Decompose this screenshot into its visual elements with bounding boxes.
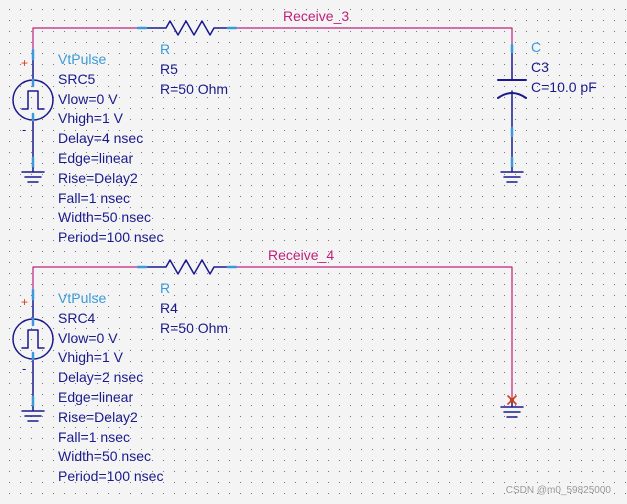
watermark: CSDN @m0_59825000 xyxy=(505,485,611,496)
ground-icon xyxy=(21,406,45,422)
param: Rise=Delay2 xyxy=(58,408,138,425)
wire-src4-to-r4[interactable] xyxy=(32,266,139,291)
param: Vhigh=1 V xyxy=(58,349,123,366)
component-value: R=50 Ohm xyxy=(160,319,229,336)
param: Vlow=0 V xyxy=(58,90,118,107)
polarity-plus-src5: + xyxy=(21,56,29,70)
param: Delay=4 nsec xyxy=(58,130,144,147)
param: Edge=linear xyxy=(58,149,134,166)
param: Rise=Delay2 xyxy=(58,169,138,186)
component-name: R4 xyxy=(160,299,178,316)
polarity-minus-src5: - xyxy=(22,122,27,137)
param: Width=50 nsec xyxy=(58,209,151,226)
param: Fall=1 nsec xyxy=(58,189,130,206)
component-name: SRC4 xyxy=(58,309,96,326)
ground-icon xyxy=(21,167,45,183)
component-type: VtPulse xyxy=(58,51,107,67)
capacitor-c3[interactable] xyxy=(497,44,527,169)
component-value: C=10.0 pF xyxy=(531,78,597,95)
param: Fall=1 nsec xyxy=(58,428,130,445)
component-type: R xyxy=(160,280,171,296)
polarity-minus-src4: - xyxy=(22,361,27,376)
net-label-receive-3: Receive_3 xyxy=(283,8,350,24)
param: Vlow=0 V xyxy=(58,329,118,346)
param: Width=50 nsec xyxy=(58,448,151,465)
component-type: C xyxy=(531,39,542,55)
resistor-r4[interactable] xyxy=(137,259,237,275)
component-type: VtPulse xyxy=(58,290,107,306)
param: Edge=linear xyxy=(58,388,134,405)
resistor-r5[interactable] xyxy=(137,20,237,36)
wire-receive-3[interactable] xyxy=(235,27,513,46)
param: Vhigh=1 V xyxy=(58,110,123,127)
ground-icon xyxy=(500,167,524,183)
polarity-plus-src4: + xyxy=(21,295,29,309)
component-label-src5[interactable]: VtPulse SRC5 Vlow=0 V Vhigh=1 V Delay=4 … xyxy=(58,50,163,248)
component-name: SRC5 xyxy=(58,70,96,87)
component-name: C3 xyxy=(531,58,549,75)
vtpulse-source-src4[interactable] xyxy=(12,289,54,408)
component-label-c3[interactable]: C C3 C=10.0 pF xyxy=(531,38,597,97)
component-type: R xyxy=(160,41,171,57)
port-connection-marker xyxy=(507,395,517,405)
wire-receive-4[interactable] xyxy=(235,266,513,400)
component-value: R=50 Ohm xyxy=(160,80,229,97)
vtpulse-source-src5[interactable] xyxy=(12,49,54,169)
param: Period=100 nsec xyxy=(58,229,164,246)
component-label-src4[interactable]: VtPulse SRC4 Vlow=0 V Vhigh=1 V Delay=2 … xyxy=(58,289,163,487)
component-name: R5 xyxy=(160,60,178,77)
ground-icon xyxy=(500,400,524,418)
wire-src5-to-r5[interactable] xyxy=(32,27,139,51)
component-label-r5[interactable]: R R5 R=50 Ohm xyxy=(160,40,228,99)
component-label-r4[interactable]: R R4 R=50 Ohm xyxy=(160,279,228,338)
net-label-receive-4: Receive_4 xyxy=(268,247,335,263)
param: Delay=2 nsec xyxy=(58,369,144,386)
param: Period=100 nsec xyxy=(58,468,164,485)
